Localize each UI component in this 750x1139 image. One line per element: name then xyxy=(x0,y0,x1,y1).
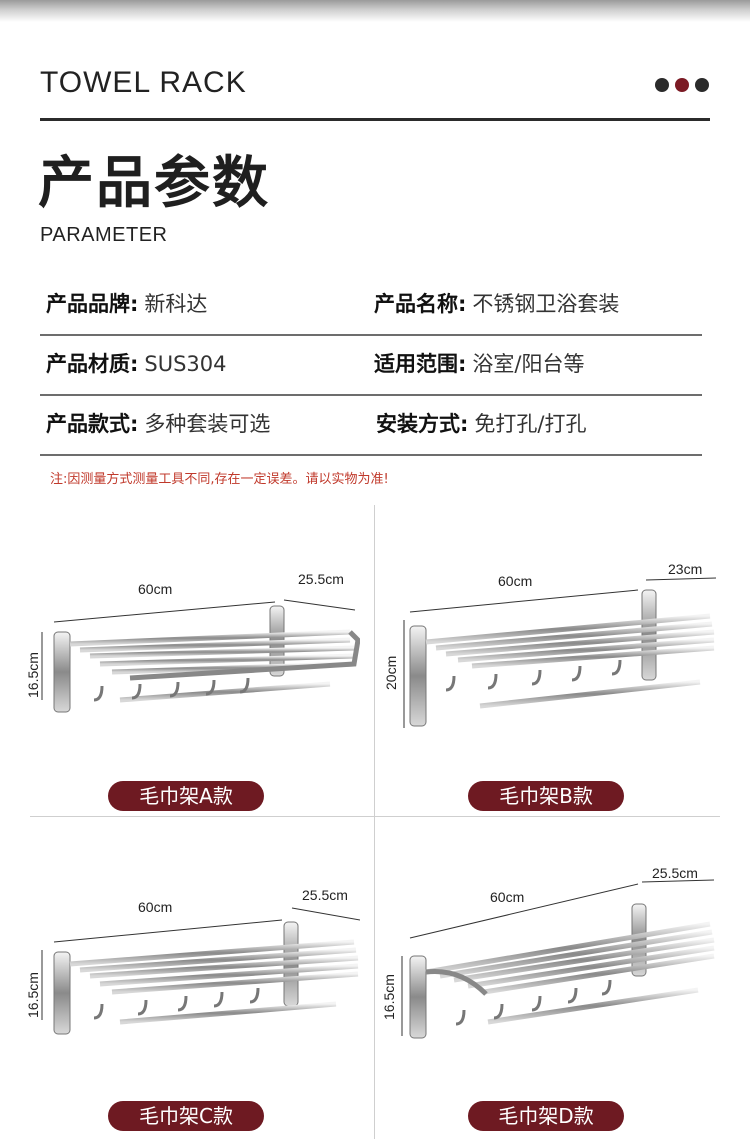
param-brand: 产品品牌:新科达 xyxy=(46,288,207,318)
dot-icon xyxy=(675,78,689,92)
param-label: 产品品牌: xyxy=(46,292,139,316)
param-label: 适用范围: xyxy=(374,352,467,376)
top-shadow-band xyxy=(0,0,750,22)
towel-rack-a-image: 60cm 25.5cm 16.5cm xyxy=(25,571,360,713)
param-product-name: 产品名称:不锈钢卫浴套装 xyxy=(374,288,619,318)
param-label: 安装方式: xyxy=(376,412,469,436)
product-panel-c: 60cm 25.5cm 16.5cm 毛巾架C款 xyxy=(20,880,360,1139)
dot-icon xyxy=(655,78,669,92)
depth-label: 25.5cm xyxy=(652,865,698,881)
height-label: 16.5cm xyxy=(25,652,41,698)
param-install: 安装方式:免打孔/打孔 xyxy=(376,408,586,438)
param-material: 产品材质:SUS304 xyxy=(46,348,227,378)
width-label: 60cm xyxy=(138,581,172,597)
grid-vertical-divider xyxy=(374,505,375,1139)
width-label: 60cm xyxy=(490,889,524,905)
towel-rack-d-image: 60cm 25.5cm 16.5cm xyxy=(381,865,715,1039)
product-panel-a: 60cm 25.5cm 16.5cm 毛巾架A款 xyxy=(20,560,360,860)
param-style: 产品款式:多种套装可选 xyxy=(46,408,270,438)
header-divider xyxy=(40,118,710,121)
row-divider xyxy=(40,334,702,336)
param-value: SUS304 xyxy=(144,352,227,376)
header-dots xyxy=(655,78,709,92)
product-name-pill: 毛巾架D款 xyxy=(468,1101,624,1131)
towel-rack-b-image: 60cm 23cm 20cm xyxy=(383,561,717,728)
towel-rack-c-image: 60cm 25.5cm 16.5cm xyxy=(25,887,360,1035)
param-value: 新科达 xyxy=(144,292,208,316)
section-title: 产品参数 xyxy=(38,151,270,216)
param-value: 多种套装可选 xyxy=(144,412,271,436)
depth-label: 23cm xyxy=(668,561,702,577)
param-scope: 适用范围:浴室/阳台等 xyxy=(374,348,584,378)
param-row: 产品材质:SUS304 适用范围:浴室/阳台等 xyxy=(40,336,702,396)
param-label: 产品材质: xyxy=(46,352,139,376)
param-label: 产品名称: xyxy=(374,292,467,316)
row-divider xyxy=(40,394,702,396)
row-divider xyxy=(40,454,702,456)
param-value: 免打孔/打孔 xyxy=(474,412,587,436)
param-row: 产品款式:多种套装可选 安装方式:免打孔/打孔 xyxy=(40,396,702,456)
product-name-pill: 毛巾架C款 xyxy=(108,1101,264,1131)
grid-horizontal-divider xyxy=(30,816,720,817)
product-panel-b: 60cm 23cm 20cm 毛巾架B款 xyxy=(380,560,720,860)
height-label: 16.5cm xyxy=(381,974,397,1020)
section-subtitle: PARAMETER xyxy=(40,224,168,246)
depth-label: 25.5cm xyxy=(298,571,344,587)
measurement-note: 注:因测量方式测量工具不同,存在一定误差。请以实物为准! xyxy=(50,472,389,487)
product-name-pill: 毛巾架B款 xyxy=(468,781,624,811)
depth-label: 25.5cm xyxy=(302,887,348,903)
param-value: 浴室/阳台等 xyxy=(472,352,585,376)
param-value: 不锈钢卫浴套装 xyxy=(472,292,620,316)
width-label: 60cm xyxy=(138,899,172,915)
product-panel-d: 60cm 25.5cm 16.5cm 毛巾架D款 xyxy=(380,860,720,1139)
height-label: 16.5cm xyxy=(25,972,41,1018)
param-row: 产品品牌:新科达 产品名称:不锈钢卫浴套装 xyxy=(40,276,702,336)
product-name-pill: 毛巾架A款 xyxy=(108,781,264,811)
width-label: 60cm xyxy=(498,573,532,589)
header-title: TOWEL RACK xyxy=(40,66,247,99)
dot-icon xyxy=(695,78,709,92)
param-label: 产品款式: xyxy=(46,412,139,436)
height-label: 20cm xyxy=(383,656,399,690)
